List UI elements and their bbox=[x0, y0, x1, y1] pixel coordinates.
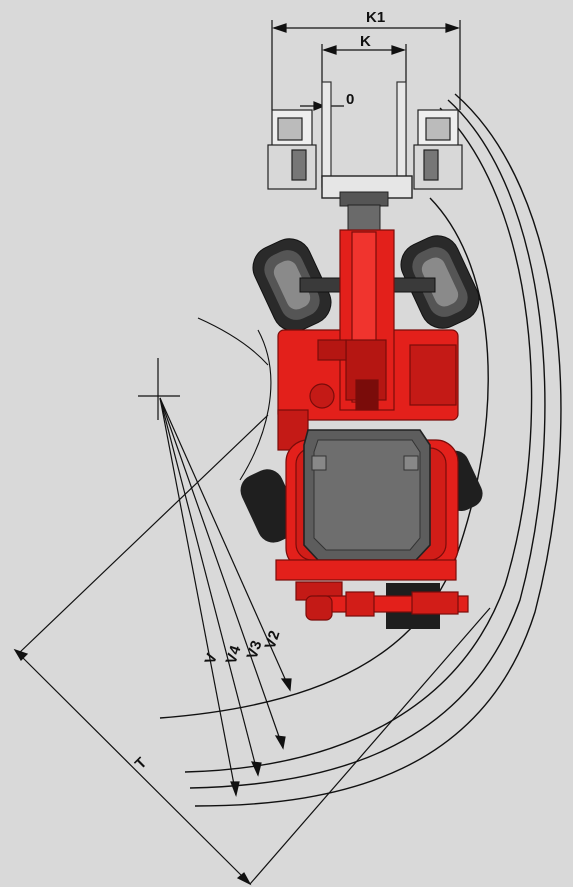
label-v2: V2 bbox=[262, 629, 284, 652]
radius-line-v4 bbox=[159, 397, 259, 776]
label-o: 0 bbox=[346, 91, 354, 108]
radius-line-v2 bbox=[159, 397, 291, 691]
radius-line-v3 bbox=[159, 397, 284, 749]
arc-v bbox=[194, 93, 562, 807]
operator-cab bbox=[303, 429, 431, 561]
dimension-t bbox=[13, 414, 491, 886]
rear-wheel-left bbox=[240, 469, 301, 543]
label-k1: K1 bbox=[366, 9, 385, 26]
inner-arc-upper bbox=[197, 317, 269, 366]
label-v4: V4 bbox=[223, 643, 245, 666]
inner-arc bbox=[239, 329, 272, 481]
label-v3: V3 bbox=[244, 639, 266, 662]
stabiliser-left bbox=[267, 109, 317, 190]
label-v: V bbox=[202, 651, 221, 666]
front-wheel-left bbox=[252, 238, 332, 332]
radius-lines bbox=[159, 397, 292, 798]
label-t: T bbox=[132, 754, 151, 773]
fork-carriage bbox=[321, 81, 413, 234]
dimension-k1 bbox=[271, 20, 461, 110]
label-k: K bbox=[360, 33, 371, 50]
radius-line-v bbox=[159, 397, 237, 796]
arc-v3 bbox=[184, 107, 533, 773]
stabiliser-right bbox=[413, 109, 463, 190]
arc-v4 bbox=[189, 99, 546, 789]
dimension-k bbox=[321, 44, 407, 178]
towing-hitch bbox=[305, 591, 469, 621]
front-wheel-right bbox=[400, 235, 480, 329]
turning-center-crosshair bbox=[138, 358, 180, 420]
